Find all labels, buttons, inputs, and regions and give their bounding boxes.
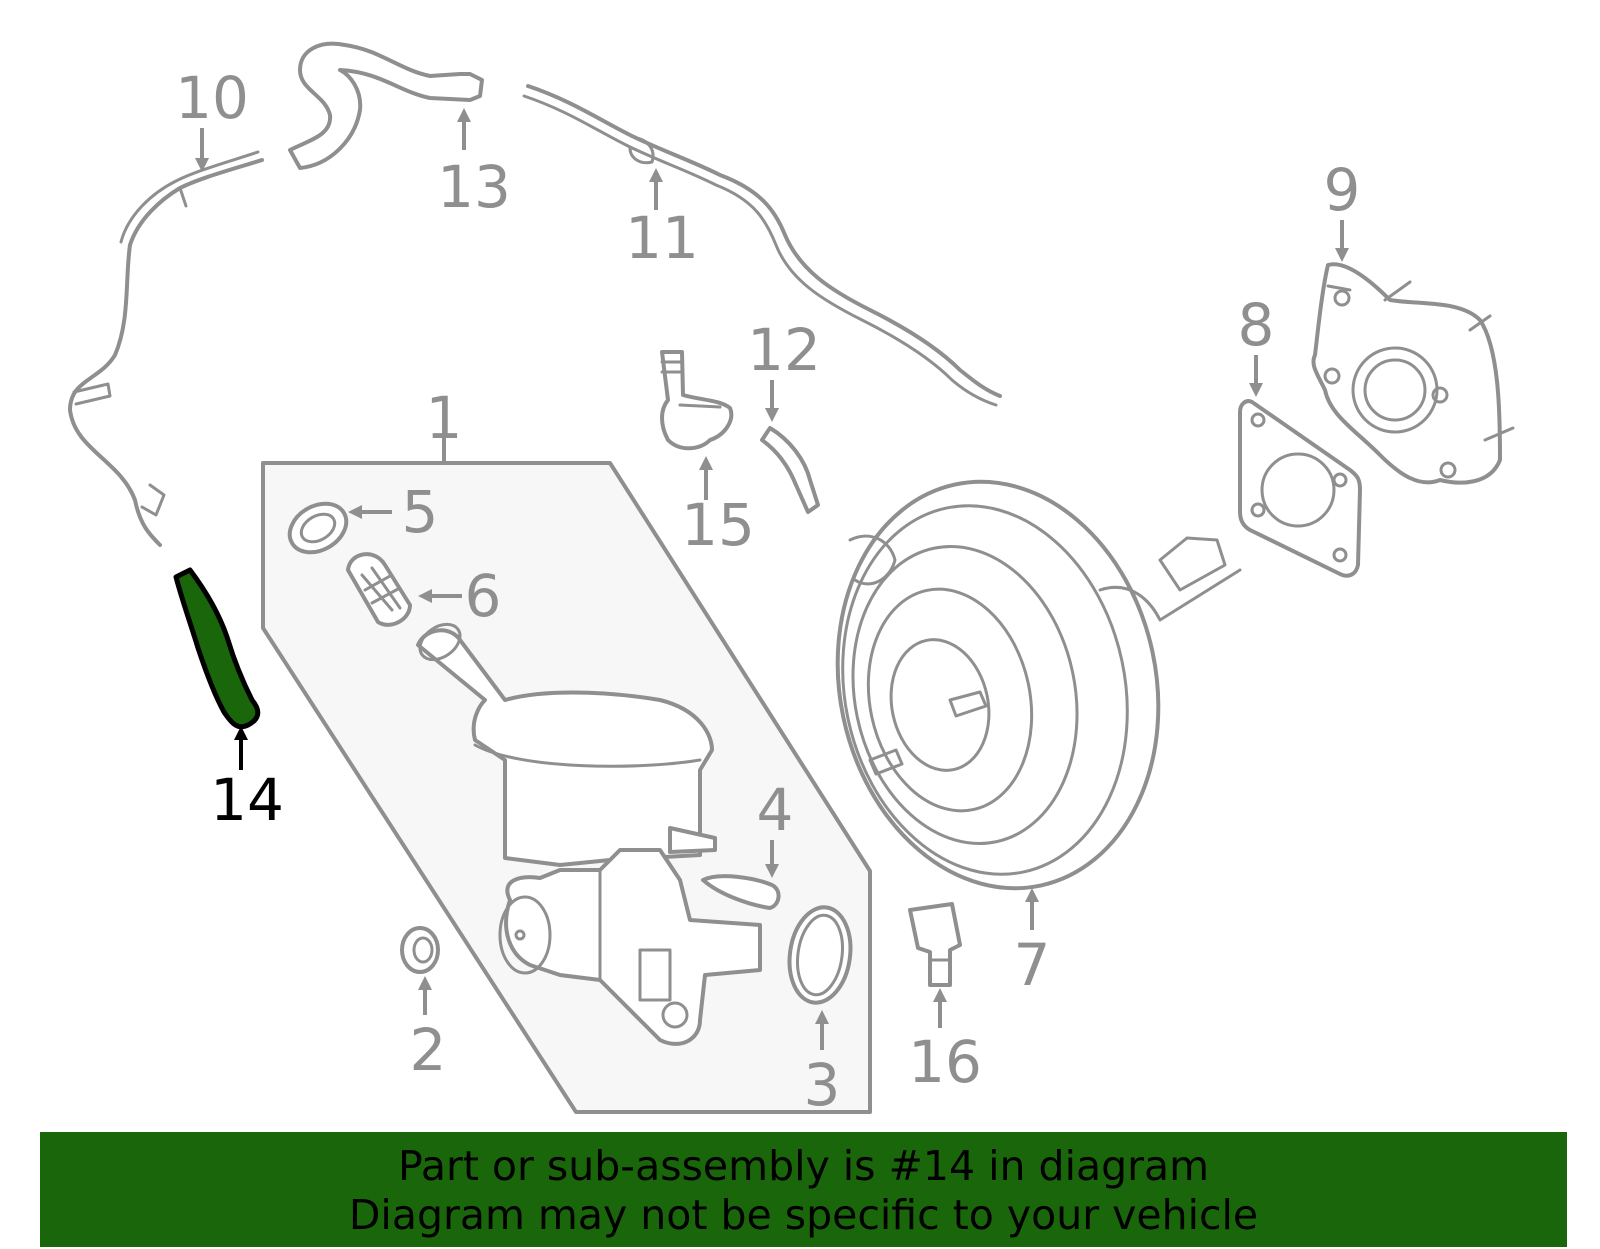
part-13-vacuum-hose [288, 41, 484, 170]
callout-2: 2 [410, 1016, 447, 1084]
callout-1: 1 [426, 384, 463, 452]
callout-7: 7 [1014, 931, 1051, 999]
banner-line-part-number: Part or sub-assembly is #14 in diagram [397, 1142, 1210, 1190]
part-2-nut [400, 926, 440, 974]
banner-line-disclaimer: Diagram may not be specific to your vehi… [348, 1191, 1259, 1239]
part-12-small-hose [760, 426, 820, 514]
part-15-check-valve [660, 350, 734, 451]
callout-5: 5 [402, 478, 439, 546]
callout-10: 10 [175, 64, 249, 132]
part-11-vacuum-tube [522, 84, 1002, 407]
callout-12: 12 [747, 316, 821, 384]
callout-15: 15 [681, 491, 755, 559]
callout-8: 8 [1238, 291, 1275, 359]
callout-11: 11 [625, 204, 699, 272]
part-9-mounting-bracket [1311, 262, 1515, 485]
part-1-master-cylinder-assembly [261, 461, 872, 1114]
part-7-brake-booster [835, 479, 1242, 891]
part-3-o-ring [787, 905, 853, 1005]
part-16-sensor [908, 902, 962, 987]
callout-3: 3 [804, 1051, 841, 1119]
reservoir [416, 622, 717, 867]
callout-labels: 1 2 3 4 5 6 7 8 9 10 11 12 13 14 15 16 [175, 64, 1360, 1119]
part-5-reservoir-cap [287, 501, 349, 555]
callout-9: 9 [1324, 156, 1361, 224]
info-banner: Part or sub-assembly is #14 in diagram D… [40, 1132, 1567, 1247]
callout-16: 16 [908, 1028, 982, 1096]
part-14-highlighted-hose [173, 567, 261, 730]
master-cylinder-body [498, 848, 762, 1046]
part-6-strainer [346, 552, 412, 627]
callout-arrows [195, 108, 1349, 1050]
part-10-vacuum-line [68, 150, 264, 547]
callout-14: 14 [210, 766, 284, 834]
part-8-gasket [1238, 399, 1362, 578]
callout-13: 13 [437, 153, 511, 221]
callout-6: 6 [465, 562, 502, 630]
callout-4: 4 [757, 776, 794, 844]
part-4-pin [701, 874, 781, 910]
